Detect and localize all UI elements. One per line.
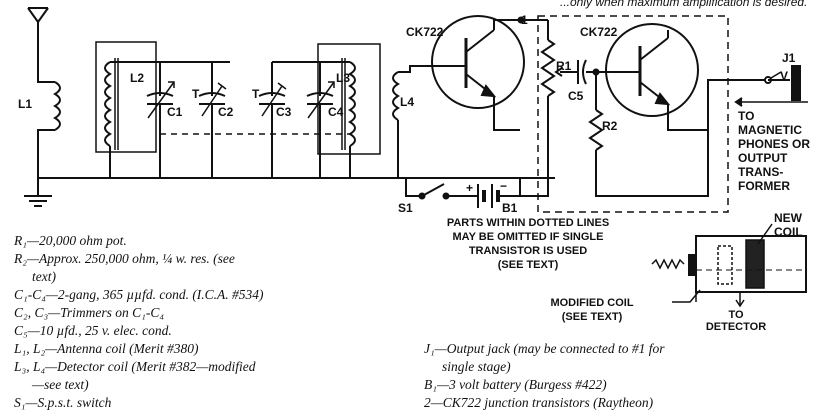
part-c5: C₅—10 µfd., 25 v. elec. cond. — [14, 323, 172, 338]
label-c3: C3 — [276, 105, 292, 119]
capacitor-c3 — [258, 62, 287, 178]
label-t1: T — [192, 87, 200, 101]
part-j1-cont: single stage) — [442, 359, 511, 374]
part-r1: R₁—20,000 ohm pot. — [14, 233, 127, 248]
transistor-q1 — [431, 15, 525, 109]
parts-list-right: J₁—Output jack (may be connected to #1 f… — [424, 340, 665, 412]
optional-stage-box — [537, 15, 729, 213]
part-r2: R₂—Approx. 250,000 ohm, ¼ w. res. (see — [14, 251, 235, 266]
label-l4: L4 — [400, 95, 414, 109]
svg-text:DETECTOR: DETECTOR — [706, 321, 766, 333]
part-l3-l4: L₃, L₄—Detector coil (Merit #382—modifie… — [14, 359, 256, 374]
svg-text:NEW: NEW — [774, 211, 803, 225]
label-s1: S1 — [398, 201, 413, 215]
coil-l2 — [104, 58, 119, 150]
part-transistors: 2—CK722 junction transistors (Raytheon) — [424, 395, 654, 410]
label-t2: T — [252, 87, 260, 101]
svg-text:PARTS WITHIN DOTTED LINES: PARTS WITHIN DOTTED LINES — [447, 217, 609, 229]
svg-text:COIL: COIL — [774, 225, 803, 239]
svg-text:(SEE TEXT): (SEE TEXT) — [562, 311, 623, 323]
part-l1-l2: L₁, L₂—Antenna coil (Merit #380) — [14, 341, 199, 356]
coil-l1-l2-can — [95, 41, 157, 153]
label-q2: CK722 — [580, 25, 618, 39]
ground-symbol — [24, 178, 52, 207]
label-c2: C2 — [218, 105, 234, 119]
capacitor-c2 — [198, 62, 227, 178]
dotted-lines-note: PARTS WITHIN DOTTED LINES MAY BE OMITTED… — [447, 217, 609, 271]
part-l3-l4-cont: —see text) — [32, 377, 89, 392]
label-l3: L3 — [336, 71, 350, 85]
battery-b1 — [477, 178, 521, 208]
label-c1: C1 — [167, 105, 183, 119]
output-note: TO MAGNETIC PHONES OR OUTPUT TRANS- FORM… — [738, 109, 810, 193]
label-q1: CK722 — [406, 25, 444, 39]
switch-s1 — [405, 178, 478, 200]
svg-text:MODIFIED COIL: MODIFIED COIL — [550, 297, 633, 309]
svg-text:MAGNETIC: MAGNETIC — [738, 123, 802, 137]
new-coil-label: NEW COIL — [774, 211, 803, 239]
coil-l4 — [392, 71, 400, 121]
label-j1: J1 — [782, 51, 796, 65]
label-l2: L2 — [130, 71, 144, 85]
label-v: V — [780, 69, 788, 83]
part-c1-c4: C₁-C₄—2-gang, 365 µµfd. cond. (I.C.A. #5… — [14, 287, 264, 302]
antenna-symbol — [27, 7, 49, 58]
part-b1: B₁—3 volt battery (Burgess #422) — [424, 377, 607, 392]
label-r2: R2 — [602, 119, 618, 133]
label-r1: R1 — [556, 59, 572, 73]
capacitor-c1 — [146, 62, 175, 178]
svg-text:OUTPUT: OUTPUT — [738, 151, 788, 165]
part-s1: S₁—S.p.s.t. switch — [14, 395, 112, 410]
resistor-r1 — [540, 20, 572, 178]
svg-text:(SEE TEXT): (SEE TEXT) — [498, 259, 559, 271]
svg-text:TO: TO — [738, 109, 754, 123]
svg-text:TO: TO — [728, 309, 744, 321]
coil-l3 — [341, 58, 356, 150]
resistor-r2 — [588, 72, 604, 178]
label-minus: − — [500, 179, 507, 193]
coil-l1 — [53, 81, 61, 131]
jack-j1 — [764, 65, 801, 101]
svg-text:MAY BE OMITTED IF SINGLE: MAY BE OMITTED IF SINGLE — [453, 231, 604, 243]
svg-text:PHONES OR: PHONES OR — [738, 137, 810, 151]
capacitor-c4 — [306, 62, 335, 178]
label-plus: + — [466, 181, 473, 195]
to-detector-label: TO DETECTOR — [706, 309, 766, 333]
part-r2-cont: text) — [32, 269, 56, 284]
coil-l3-l4-can — [317, 43, 381, 155]
part-j1: J₁—Output jack (may be connected to #1 f… — [424, 341, 665, 356]
part-c2-c3: C₂, C₃—Trimmers on C₁-C₄ — [14, 305, 165, 320]
svg-text:TRANS-: TRANS- — [738, 165, 783, 179]
modified-coil-drawing — [651, 235, 807, 302]
parts-list-left: R₁—20,000 ohm pot. R₂—Approx. 250,000 oh… — [14, 232, 264, 412]
header-text: ...only when maximum amplification is de… — [560, 0, 807, 9]
svg-text:FORMER: FORMER — [738, 179, 790, 193]
label-c5: C5 — [568, 89, 584, 103]
label-b1: B1 — [502, 201, 518, 215]
label-l1: L1 — [18, 97, 32, 111]
capacitor-c5 — [572, 59, 610, 85]
transistor-q2 — [605, 23, 699, 117]
modified-coil-label: MODIFIED COIL (SEE TEXT) — [550, 297, 633, 323]
label-c4: C4 — [328, 105, 344, 119]
svg-text:TRANSISTOR IS USED: TRANSISTOR IS USED — [469, 245, 587, 257]
